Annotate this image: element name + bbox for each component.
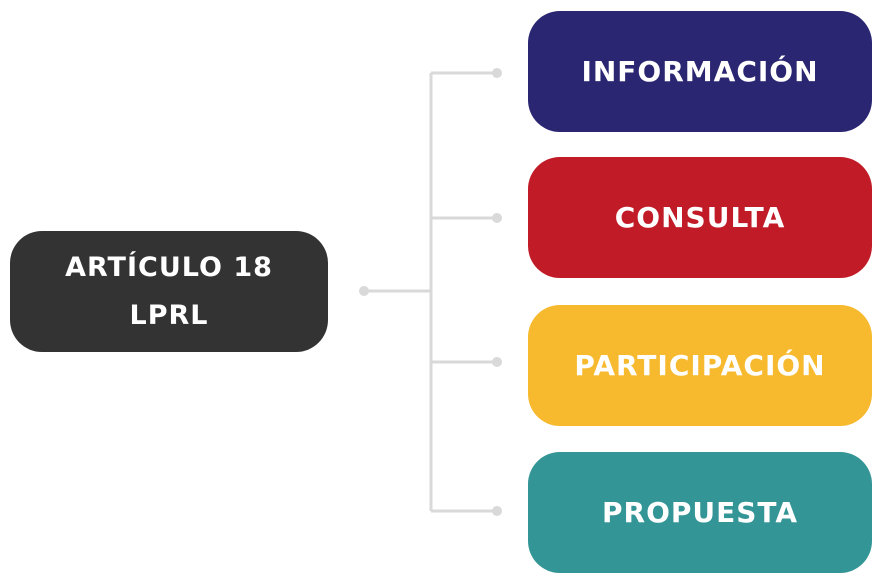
root-connector-dot — [359, 286, 369, 296]
branch-node-informacion: INFORMACIÓN — [528, 11, 872, 132]
branch-node-participacion: PARTICIPACIÓN — [528, 305, 872, 426]
branch-connector-dot-3 — [492, 357, 502, 367]
branch-node-label: PARTICIPACIÓN — [574, 349, 826, 382]
branch-connector-dot-1 — [492, 68, 502, 78]
branch-node-propuesta: PROPUESTA — [528, 452, 872, 573]
branch-node-label: PROPUESTA — [601, 496, 799, 529]
branch-node-label: INFORMACIÓN — [581, 55, 819, 88]
root-node-subtitle: LPRL — [129, 299, 209, 331]
root-node-articulo-18: ARTÍCULO 18 LPRL — [10, 231, 328, 352]
branch-node-label: CONSULTA — [614, 201, 786, 234]
branch-connector-dot-4 — [492, 506, 502, 516]
branch-connector-dot-2 — [492, 213, 502, 223]
root-node-title: ARTÍCULO 18 — [65, 251, 273, 283]
branch-node-consulta: CONSULTA — [528, 157, 872, 278]
